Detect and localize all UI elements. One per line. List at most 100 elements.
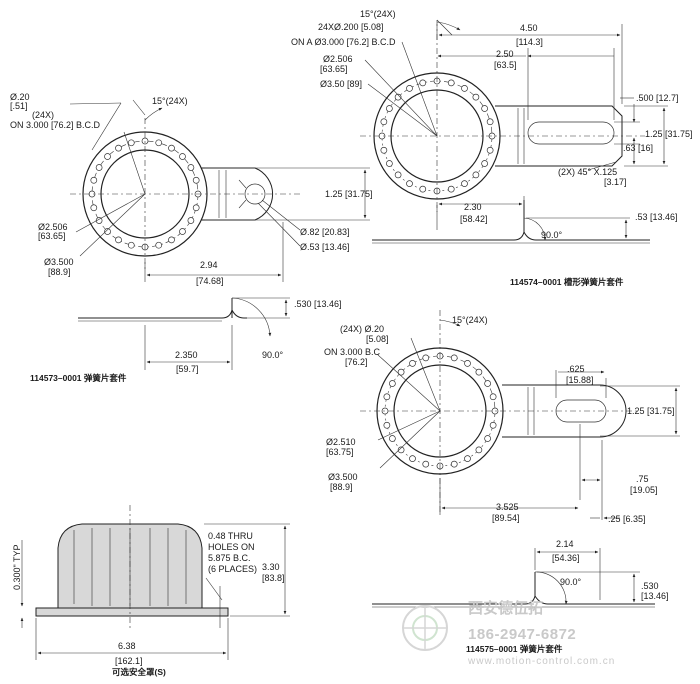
- fig-a-inner-dia: Ø2.506: [38, 222, 68, 232]
- fig-b-slot-length-mm: [63.5]: [494, 60, 517, 70]
- fig-b-holes: 24XØ.200 [5.08]: [318, 22, 384, 32]
- fig-a-outer-dia: Ø3.500: [44, 257, 74, 267]
- bolt-hole: [422, 354, 430, 362]
- bolt-hole: [95, 164, 103, 171]
- bolt-hole: [386, 160, 393, 167]
- bolt-hole: [447, 185, 455, 193]
- side-c-length-mm: [54.36]: [552, 553, 580, 563]
- fig-c-inner-dia-mm: [63.75]: [326, 447, 354, 457]
- bolt-hole: [489, 393, 497, 401]
- bolt-hole: [484, 380, 491, 387]
- fig-a-hole-count: (24X): [32, 110, 54, 120]
- bolt-hole: [104, 228, 111, 235]
- bolt-hole: [168, 144, 175, 152]
- bolt-hole: [155, 139, 163, 147]
- bolt-hole: [383, 421, 391, 429]
- bolt-hole: [422, 460, 430, 468]
- bolt-hole: [104, 153, 111, 160]
- bolt-hole: [461, 180, 468, 187]
- bolt-hole: [475, 446, 483, 454]
- bolt-hole: [409, 455, 416, 462]
- fig-b-bcd: ON A Ø3.000 [76.2] B.C.D: [291, 37, 396, 47]
- fig-c-top-view: (24X) Ø.20 [5.08] ON 3.000 B.C [76.2] 15…: [324, 310, 680, 524]
- fig-c-outer-dia-mm: [88.9]: [330, 482, 353, 492]
- side-c-length: 2.14: [556, 539, 574, 549]
- side-c-height-mm: [13.46]: [641, 591, 669, 601]
- fig-c-length: 3.525: [496, 502, 519, 512]
- bolt-hole: [406, 85, 413, 92]
- bolt-hole: [179, 153, 186, 160]
- fig-c-offset: .75: [636, 474, 649, 484]
- fig-b-slot-width: .500 [12.7]: [636, 93, 679, 103]
- bolt-hole: [397, 446, 405, 454]
- watermark: 西安德伍拓 186-2947-6872 www.motion-control.c…: [402, 599, 614, 667]
- cover-flange: [35, 607, 229, 617]
- fig-a-length: 2.94: [200, 260, 218, 270]
- bolt-hole: [386, 105, 393, 112]
- bolt-hole: [192, 204, 200, 212]
- fig-b-slot-length: 2.50: [496, 49, 514, 59]
- side-a-length-mm: [59.7]: [176, 364, 199, 374]
- watermark-logo-icon: [402, 605, 448, 651]
- bolt-hole: [115, 236, 122, 244]
- fig-b-top-view: 15°(24X) 24XØ.200 [5.08] ON A Ø3.000 [76…: [291, 9, 693, 212]
- cover-note-4: (6 PLACES): [208, 564, 257, 574]
- fig-a-tab-height: 1.25 [31.75]: [325, 189, 373, 199]
- fig-a-inner-dia-mm: [63.65]: [38, 231, 66, 241]
- fig-a-slot-outer: Ø.82 [20.83]: [300, 227, 350, 237]
- bolt-hole: [472, 171, 480, 179]
- bolt-hole: [472, 93, 480, 101]
- fig-b-chamfer-mm: [3.17]: [604, 177, 627, 187]
- bolt-hole: [406, 180, 413, 187]
- bolt-hole: [464, 455, 471, 462]
- fig-a-angle: 15°(24X): [152, 96, 188, 106]
- side-b-caption: 114574–0001 槽形弹簧片套件: [510, 277, 624, 287]
- bolt-hole: [389, 380, 396, 387]
- side-a-caption: 114573–0001 弹簧片套件: [30, 373, 127, 383]
- bolt-hole: [397, 368, 405, 376]
- side-b-length: 2.30: [464, 202, 482, 212]
- fig-b-angle: 15°(24X): [360, 9, 396, 19]
- fig-b-total-length: 4.50: [520, 23, 538, 33]
- fig-a-bcd: ON 3.000 [76.2] B.C.D: [10, 120, 101, 130]
- fig-c-bcd-mm: [76.2]: [345, 357, 368, 367]
- fig-c-bolt-holes: [381, 352, 499, 470]
- side-b-length-mm: [58.42]: [460, 214, 488, 224]
- bolt-hole: [187, 164, 195, 171]
- side-b-height: .53 [13.46]: [635, 212, 678, 222]
- bolt-hole: [187, 217, 195, 224]
- side-a-height: .530 [13.46]: [294, 299, 342, 309]
- cover-height: 3.30: [262, 562, 280, 572]
- cover-width: 6.38: [118, 641, 136, 651]
- side-a-length: 2.350: [175, 350, 198, 360]
- bolt-hole: [419, 185, 427, 193]
- fig-b-total-length-mm: [114.3]: [516, 37, 543, 47]
- fig-c-hole-mm: [5.08]: [366, 334, 389, 344]
- fig-c-bcd: ON 3.000 B.C: [324, 347, 381, 357]
- side-c-caption: 114575–0001 弹簧片套件: [466, 644, 563, 654]
- fig-a-length-mm: [74.68]: [196, 276, 224, 286]
- fig-a-slot-inner: Ø.53 [13.46]: [300, 242, 350, 252]
- bolt-hole: [168, 236, 175, 244]
- fig-b-inner-dia: Ø2.506: [323, 54, 353, 64]
- bolt-hole: [394, 171, 402, 179]
- bolt-hole: [461, 85, 468, 92]
- fig-c-length-mm: [89.54]: [492, 513, 520, 523]
- fig-c-side-view: 2.14 [54.36] 90.0° .530 [13.46] 114575–0…: [372, 539, 669, 654]
- fig-b-inner-dia-mm: [63.65]: [320, 64, 348, 74]
- fig-a-hole-dia-mm: [.51]: [10, 101, 28, 111]
- bolt-hole: [127, 139, 135, 147]
- bolt-hole: [481, 105, 488, 112]
- bolt-hole: [155, 241, 163, 249]
- cover-note-1: 0.48 THRU: [208, 531, 253, 541]
- bolt-hole: [380, 146, 388, 154]
- safety-cover-view: 0.300" TYP 0.48 THRU HOLES ON 5.875 B.C.…: [12, 505, 290, 677]
- cover-height-mm: [83.8]: [262, 573, 285, 583]
- side-b-angle: 90.0°: [541, 230, 563, 240]
- cover-note-2: HOLES ON: [208, 542, 255, 552]
- fig-c-angle: 15°(24X): [452, 315, 488, 325]
- fig-a-top-view: Ø.20 [.51] (24X) ON 3.000 [76.2] B.C.D 1…: [10, 92, 373, 286]
- bolt-hole: [450, 460, 458, 468]
- bolt-hole: [389, 435, 396, 442]
- bolt-hole: [179, 228, 186, 235]
